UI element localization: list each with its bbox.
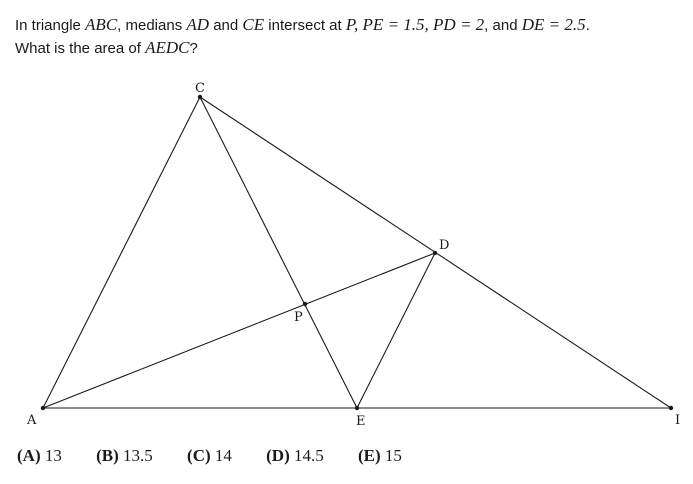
given-de: DE = 2.5: [521, 15, 586, 34]
question-text: What is the area of: [15, 40, 146, 57]
choice-value: 14: [214, 446, 232, 465]
problem-text: and: [209, 17, 243, 34]
label-e: E: [356, 414, 366, 429]
point-p: P: [345, 15, 355, 34]
problem-text: .: [585, 17, 590, 34]
vertex-a-dot: [40, 405, 46, 411]
problem-statement: In triangle ABC, medians AD and CE inter…: [15, 14, 685, 60]
choice-value: 14.5: [294, 446, 324, 465]
point-p-dot: [302, 301, 308, 307]
side-ac: [42, 96, 201, 409]
choice-value: 15: [384, 446, 402, 465]
choice-a: (A) 13: [17, 446, 62, 466]
triangle-name: ABC: [85, 15, 118, 34]
problem-text: , medians: [117, 17, 187, 34]
question-mark: ?: [189, 40, 198, 57]
choice-value: 13: [44, 446, 62, 465]
choice-letter: (C): [187, 446, 211, 465]
median-ce-line: [199, 96, 358, 409]
vertex-c-dot: [197, 94, 203, 100]
problem-text: In triangle: [15, 17, 86, 34]
problem-text: , and: [484, 17, 522, 34]
point-e-dot: [354, 405, 360, 411]
problem-text: intersect at: [264, 17, 346, 34]
median-ce: CE: [242, 15, 265, 34]
choice-b: (B) 13.5: [96, 446, 153, 466]
label-d: D: [439, 238, 449, 253]
label-b: I: [675, 413, 680, 428]
label-a: A: [26, 413, 37, 428]
answer-choices: (A) 13 (B) 13.5 (C) 14 (D) 14.5 (E) 15: [17, 446, 432, 466]
choice-e: (E) 15: [358, 446, 402, 466]
quadrilateral-name: AEDC: [145, 38, 190, 57]
median-ad-line: [42, 252, 436, 409]
choice-d: (D) 14.5: [266, 446, 324, 466]
point-d-dot: [432, 250, 438, 256]
vertex-b-dot: [668, 405, 674, 411]
label-c: C: [195, 81, 205, 96]
choice-c: (C) 14: [187, 446, 232, 466]
choice-letter: (D): [266, 446, 290, 465]
choice-letter: (A): [17, 446, 41, 465]
median-ad: AD: [186, 15, 210, 34]
segment-de: [356, 252, 436, 409]
choice-letter: (E): [358, 446, 381, 465]
given-lengths: , PE = 1.5, PD = 2: [354, 15, 485, 34]
choice-letter: (B): [96, 446, 119, 465]
label-p: P: [294, 310, 303, 325]
choice-value: 13.5: [123, 446, 153, 465]
